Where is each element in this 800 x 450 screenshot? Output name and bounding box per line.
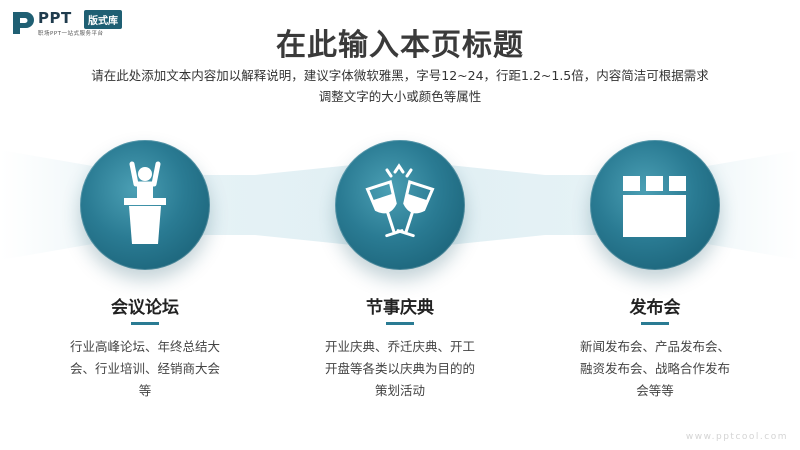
column-heading-3: 发布会 [629, 298, 681, 318]
circle-launch [590, 140, 720, 270]
podium-speaker-icon [124, 161, 166, 244]
wine-glasses-cheers-icon [365, 163, 435, 238]
column-heading-2: 节事庆典 [366, 298, 434, 318]
page-title: 在此输入本页标题 [276, 28, 524, 63]
page-subtitle: 请在此处添加文本内容加以解释说明，建议字体微软雅黑，字号12~24，行距1.2~… [91, 68, 709, 104]
watermark: www.pptcool.com [685, 432, 788, 442]
display-board-icon [623, 176, 686, 237]
column-desc-2: 开业庆典、乔迁庆典、开工开盘等各类以庆典为目的的策划活动 [325, 339, 476, 398]
column-heading-1: 会议论坛 [111, 298, 179, 318]
column-underline-1 [131, 322, 159, 325]
column-underline-3 [641, 322, 669, 325]
circle-conference [80, 140, 210, 270]
logo-tagline: 职场PPT一站式服务平台 [38, 31, 104, 37]
circle-celebration [335, 140, 465, 270]
logo-brand-text: PPT [38, 9, 72, 27]
column-desc-3: 新闻发布会、产品发布会、融资发布会、战略合作发布会等等 [580, 339, 731, 398]
logo-p-icon [13, 12, 34, 34]
column-underline-2 [386, 322, 414, 325]
column-desc-1: 行业高峰论坛、年终总结大会、行业培训、经销商大会等 [70, 339, 221, 398]
logo-badge: 版式库 [84, 10, 122, 29]
brand-logo: PPT 版式库 职场PPT一站式服务平台 [10, 8, 160, 42]
